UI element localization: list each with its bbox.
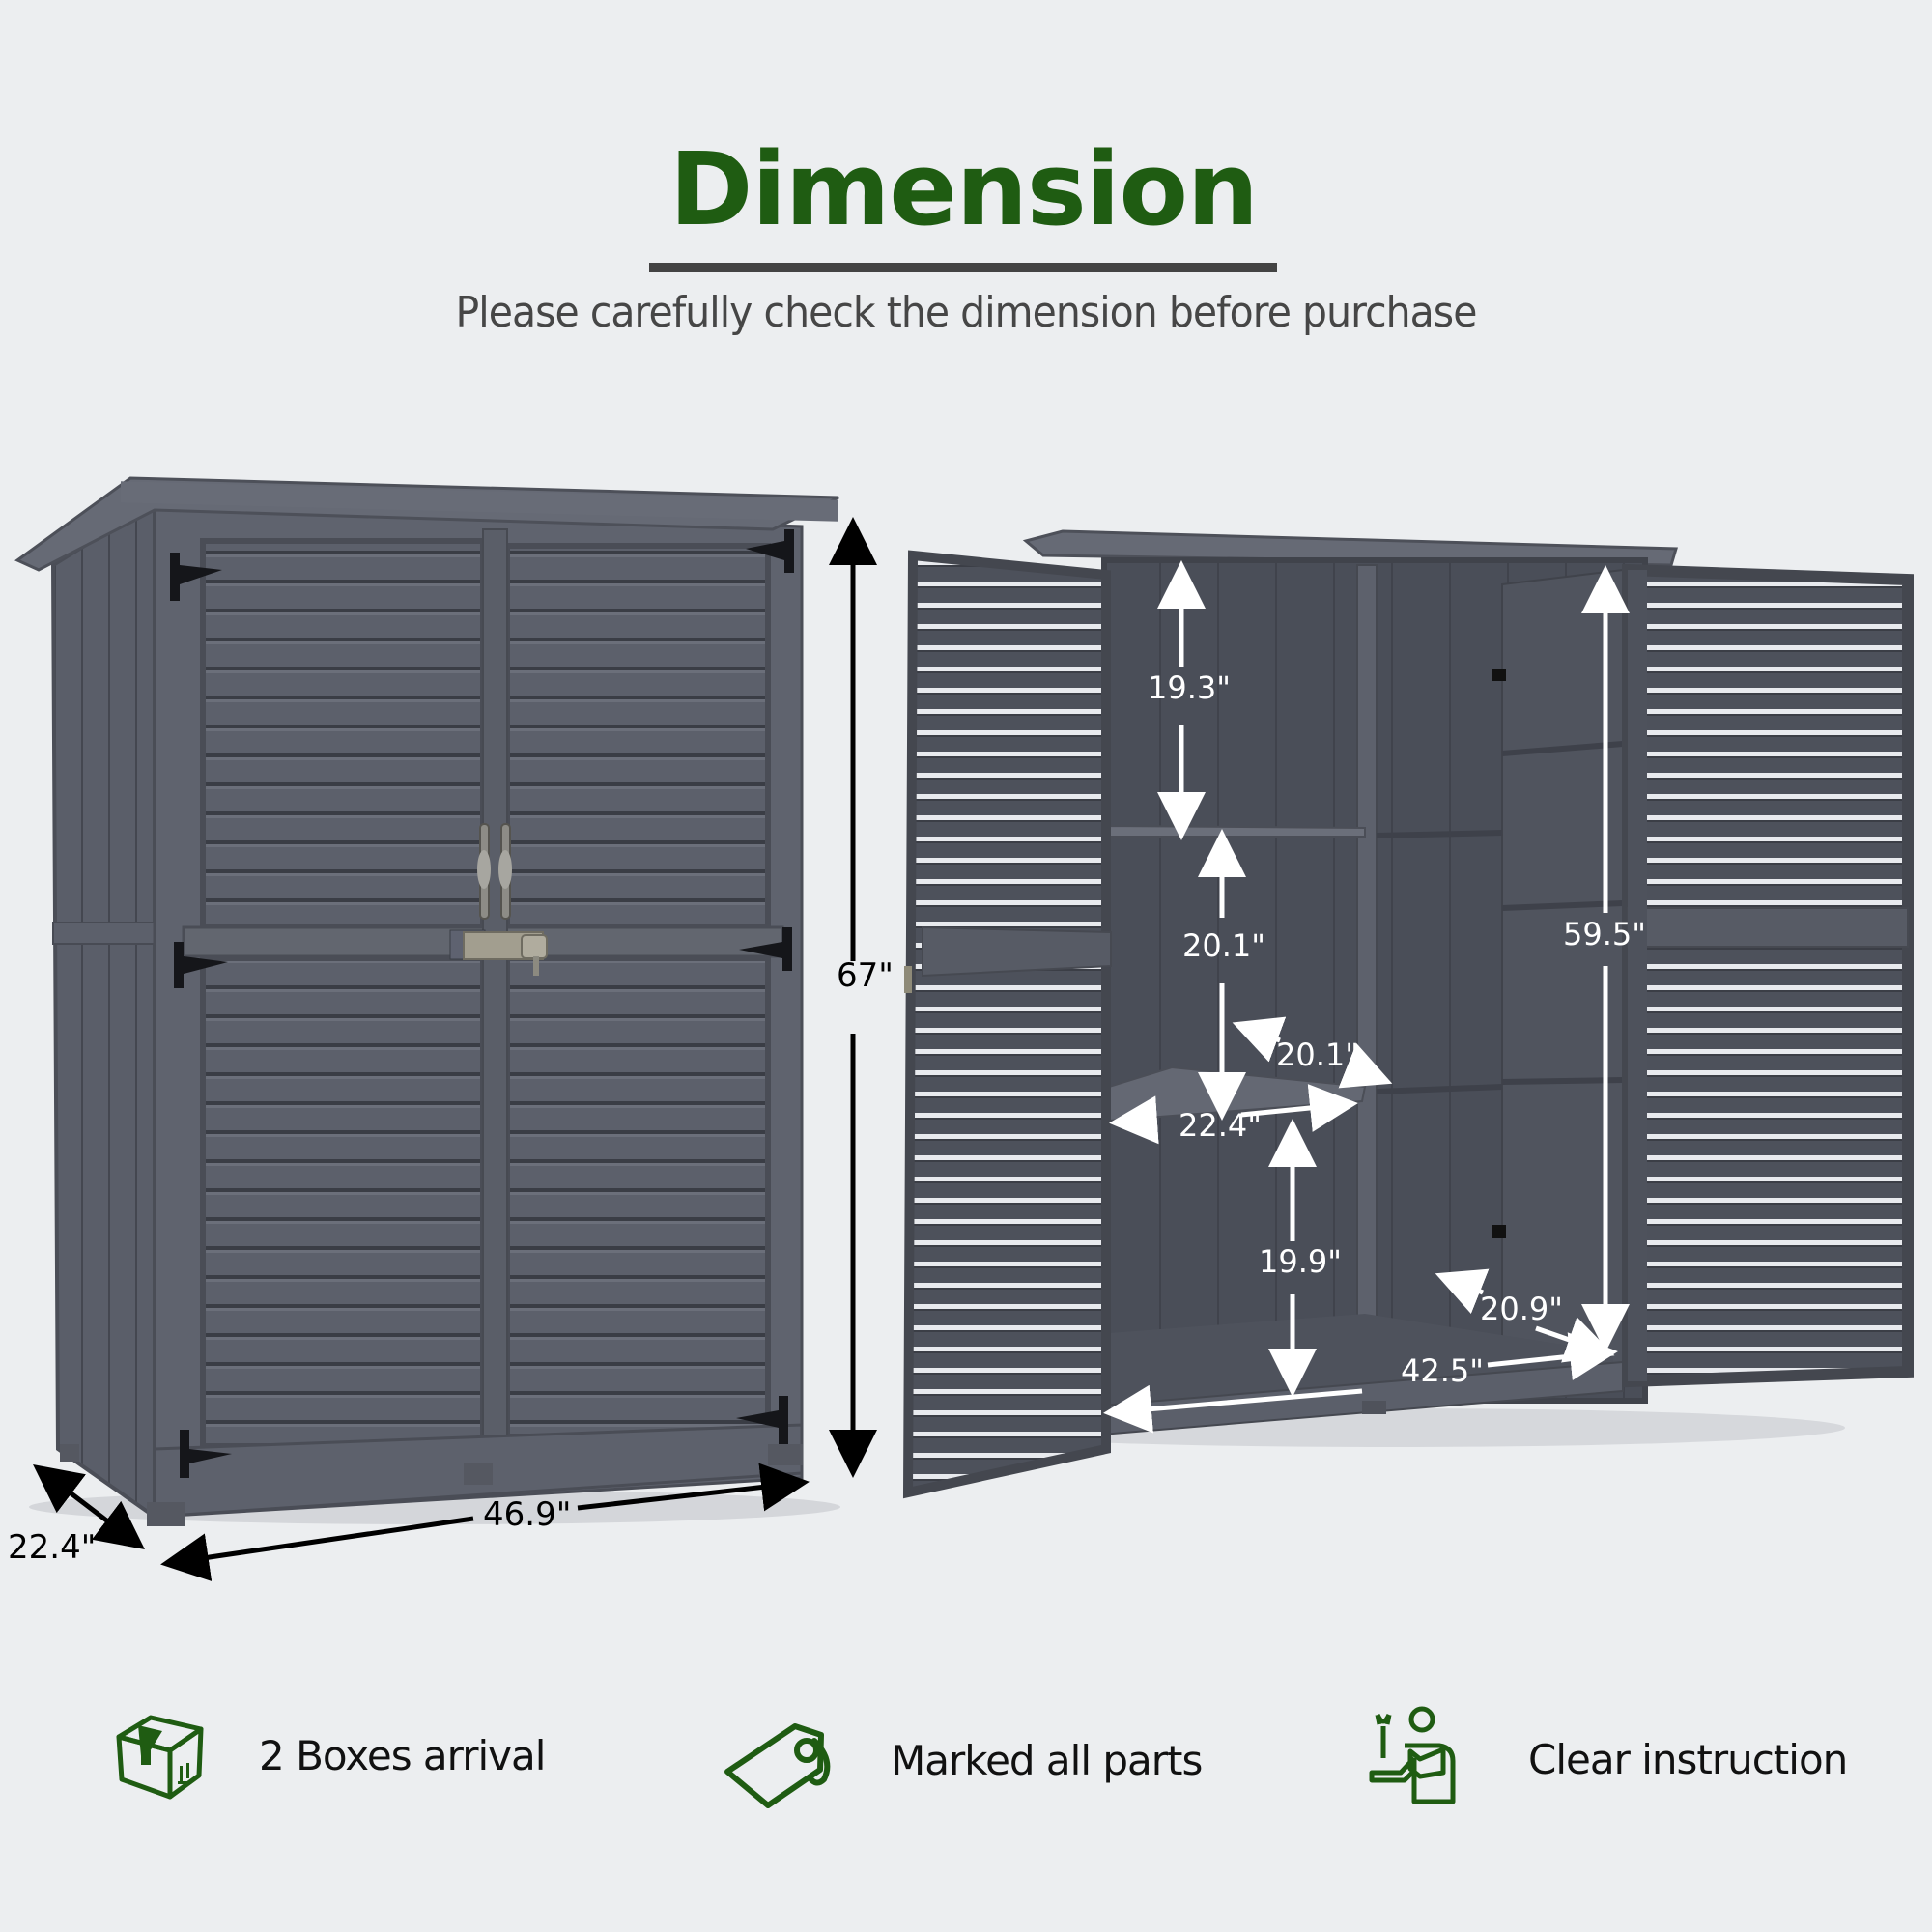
shelf-depth-label: 20.1" — [1276, 1037, 1359, 1073]
feature-instruction: Clear instruction — [1364, 1705, 1848, 1813]
hinge-icons — [170, 529, 794, 1478]
depth-label: 22.4" — [8, 1528, 97, 1567]
instruction-icon — [1369, 1706, 1456, 1804]
bottom-shelf-height-label: 19.9" — [1259, 1243, 1342, 1280]
door-handles — [477, 823, 512, 920]
box-icon — [116, 1715, 204, 1800]
tag-icon — [724, 1723, 831, 1808]
open-cabinet-dimensions — [1103, 560, 1630, 1434]
closed-cabinet-dimensions — [33, 517, 877, 1581]
floor-depth-label: 20.9" — [1480, 1291, 1563, 1327]
height-label: 67" — [837, 956, 894, 995]
interior-height-label: 59.5" — [1563, 916, 1646, 952]
page-subtitle: Please carefully check the dimension bef… — [455, 288, 1478, 337]
closed-cabinet — [14, 476, 840, 1526]
feature-marked-parts-label: Marked all parts — [891, 1736, 1203, 1784]
width-label: 46.9" — [483, 1495, 572, 1534]
open-cabinet — [902, 529, 1914, 1499]
middle-shelf-height-label: 20.1" — [1182, 927, 1265, 964]
page-title: Dimension — [669, 130, 1259, 248]
feature-marked-parts: Marked all parts — [720, 1712, 1203, 1808]
top-shelf-height-label: 19.3" — [1148, 669, 1231, 706]
hasp-latch — [449, 929, 548, 976]
feature-boxes: 2 Boxes arrival — [114, 1710, 546, 1802]
feature-boxes-label: 2 Boxes arrival — [259, 1732, 546, 1779]
shelf-width-label: 22.4" — [1179, 1107, 1262, 1144]
feature-instruction-label: Clear instruction — [1528, 1735, 1848, 1783]
interior-width-label: 42.5" — [1401, 1352, 1484, 1389]
title-underline — [649, 263, 1277, 272]
